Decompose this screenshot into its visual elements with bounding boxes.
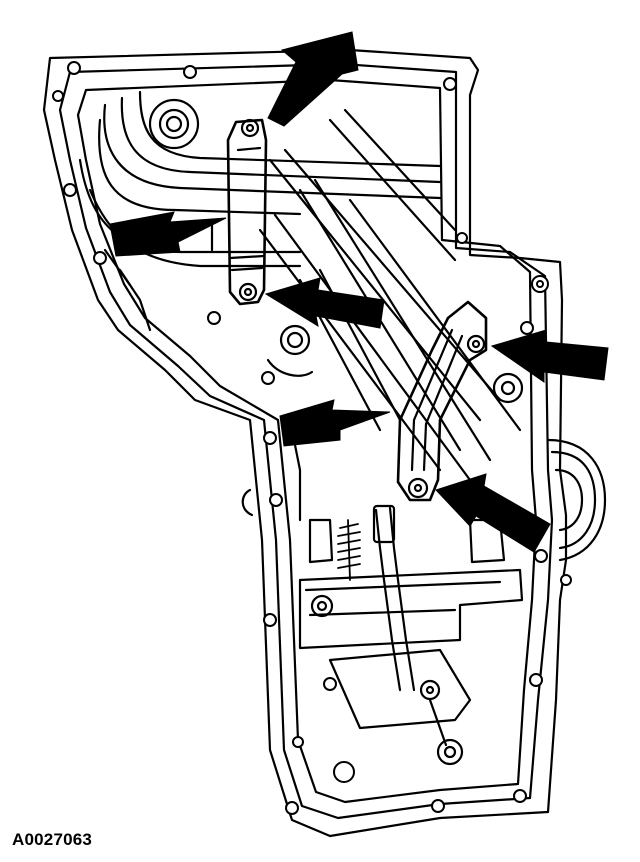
callout-arrow-4 bbox=[490, 329, 609, 383]
callout-arrow-3 bbox=[264, 277, 385, 329]
upper-bracket bbox=[226, 118, 268, 306]
figure-caption: A0027063 bbox=[12, 830, 93, 849]
tube-3 bbox=[138, 90, 442, 168]
tube-4 bbox=[98, 118, 302, 216]
inner-rail-2 bbox=[76, 78, 538, 804]
bolt-holes bbox=[52, 59, 572, 815]
tube-1 bbox=[103, 103, 442, 200]
callout-arrows bbox=[109, 31, 609, 553]
callout-arrow-1 bbox=[267, 31, 359, 127]
callout-arrow-2 bbox=[109, 211, 227, 257]
top-boss bbox=[148, 98, 200, 150]
callout-arrow-6 bbox=[435, 473, 551, 553]
callout-arrow-5 bbox=[279, 399, 391, 447]
tube-2 bbox=[120, 96, 442, 184]
rod bbox=[374, 508, 402, 692]
spring bbox=[337, 519, 361, 581]
lower-bracket bbox=[396, 300, 488, 502]
inner-rail bbox=[58, 62, 554, 820]
valve-block bbox=[298, 568, 524, 650]
housing-outline bbox=[42, 48, 568, 838]
side-boss bbox=[546, 438, 607, 562]
